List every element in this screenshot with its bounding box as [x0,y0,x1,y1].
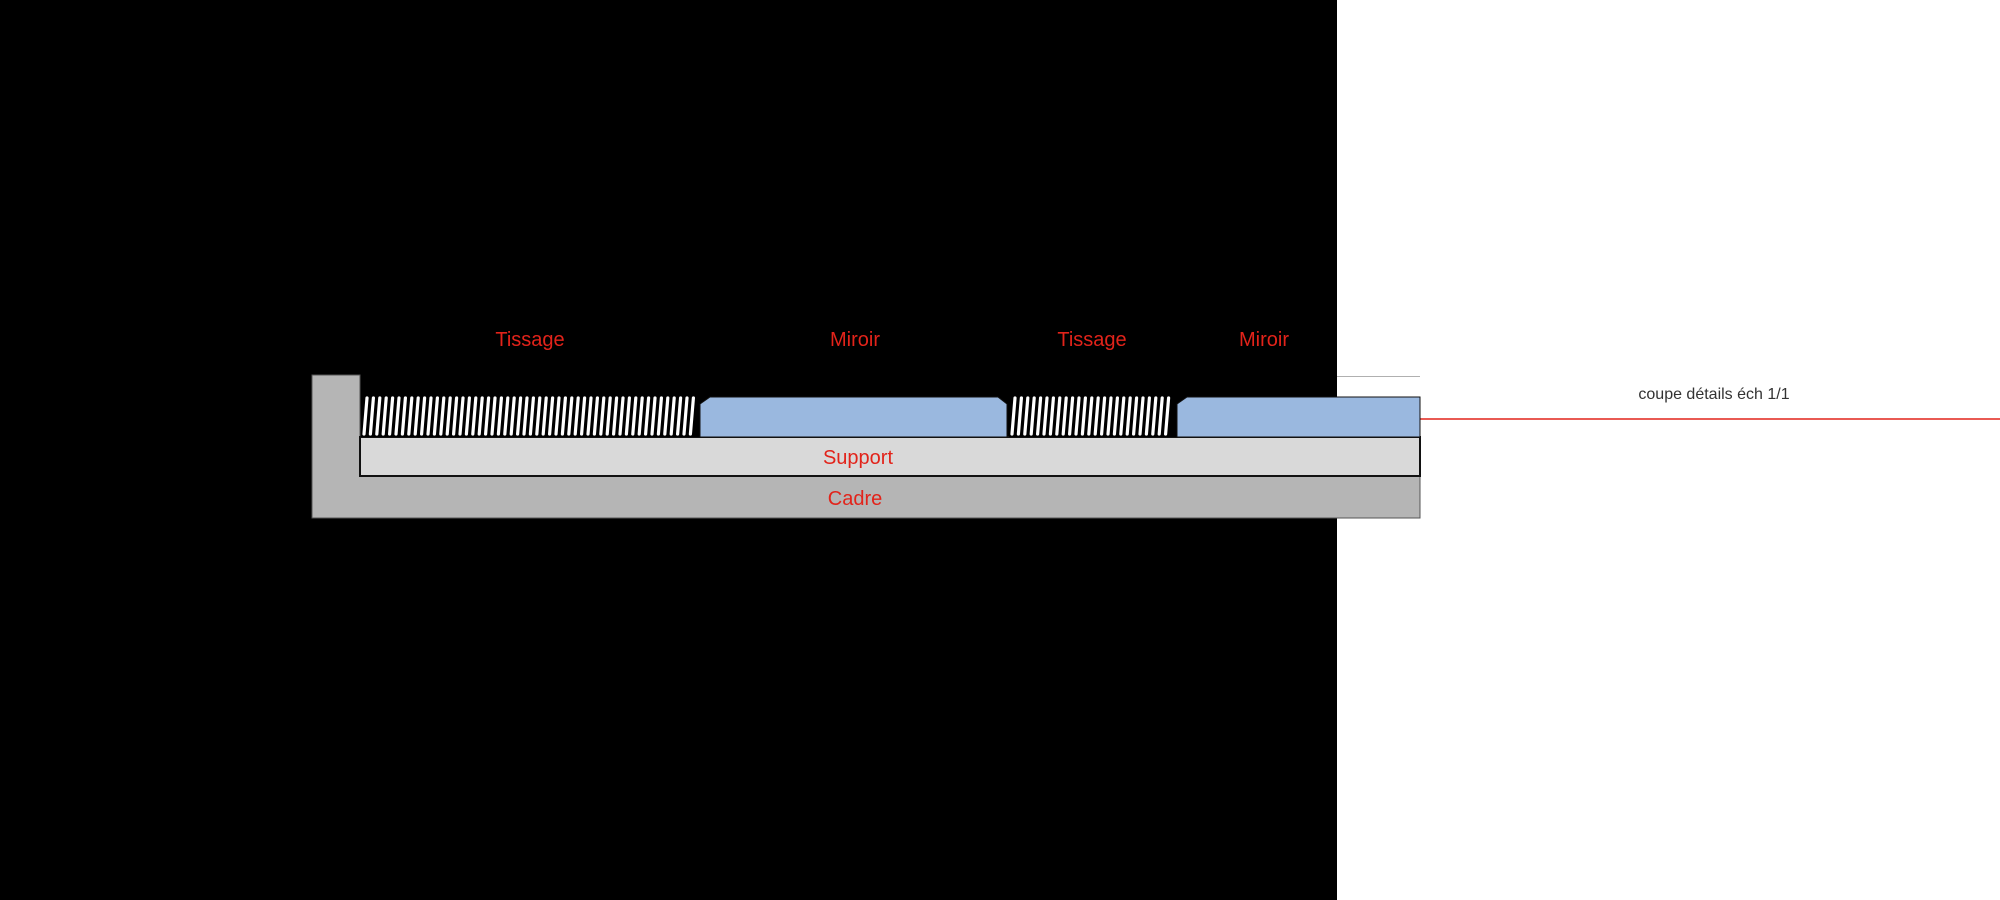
weave-thread [464,396,471,436]
weave-thread [362,396,369,436]
weave-thread [618,396,625,436]
weave-thread [631,396,638,436]
weave-thread [1029,396,1036,436]
weave-thread [420,396,427,436]
weave-thread [663,396,670,436]
weave-thread [1106,396,1113,436]
weave-thread [650,396,657,436]
weave-thread [1163,396,1171,436]
weave-thread [586,396,593,436]
weave-thread [1067,396,1075,436]
weave-thread [1099,396,1107,436]
weave-thread [490,396,497,436]
weave-thread [503,396,510,436]
tissage-weave-1 [362,396,696,436]
weave-thread [669,396,676,436]
weave-thread [637,396,644,436]
weave-thread [515,396,523,436]
weave-thread [509,396,516,436]
weave-thread [432,396,439,436]
weave-thread [535,396,542,436]
weave-thread [1119,396,1126,436]
weave-thread [1061,396,1068,436]
weave-thread [426,396,433,436]
label-tissage-2: Tissage [1057,329,1126,351]
weave-thread [1087,396,1094,436]
weave-thread [1138,396,1145,436]
miroir-panel-1 [699,396,1008,438]
weave-thread [643,396,651,436]
weave-thread [439,396,446,436]
weave-thread [388,396,395,436]
weave-thread [413,396,420,436]
caption-scale: coupe détails éch 1/1 [1638,386,1789,403]
weave-thread [368,396,375,436]
weave-thread [1144,396,1152,436]
weave-thread [1080,396,1088,436]
weave-thread [605,396,612,436]
weave-thread [452,396,459,436]
weave-thread [484,396,491,436]
weave-thread [471,396,478,436]
tissage-weave-2 [1010,396,1171,436]
weave-thread [1010,396,1017,436]
weave-thread [688,396,696,436]
weave-thread [458,396,465,436]
label-support: Support [823,447,893,469]
miroir-panel-2 [1176,396,1421,438]
weave-thread [1151,396,1158,436]
weave-thread [554,396,561,436]
weave-thread [541,396,548,436]
weave-thread [1055,396,1062,436]
weave-thread [522,396,529,436]
weave-thread [560,396,568,436]
weave-thread [592,396,600,436]
weave-thread [599,396,606,436]
weave-thread [1157,396,1164,436]
weave-thread [445,396,452,436]
weave-thread [567,396,574,436]
weave-thread [407,396,414,436]
weave-thread [496,396,503,436]
weave-thread [579,396,587,436]
label-miroir-2: Miroir [1239,329,1289,351]
label-cadre: Cadre [828,488,882,510]
weave-thread [611,396,619,436]
weave-thread [573,396,580,436]
weave-thread [656,396,664,436]
label-tissage-1: Tissage [495,329,564,351]
weave-thread [624,396,632,436]
weave-thread [1131,396,1139,436]
weave-thread [1074,396,1081,436]
weave-thread [375,396,382,436]
weave-thread [1035,396,1043,436]
weave-thread [1125,396,1132,436]
weave-thread [1023,396,1030,436]
weave-thread [381,396,388,436]
weave-thread [477,396,484,436]
weave-thread [394,396,401,436]
weave-thread [547,396,555,436]
weave-thread [682,396,689,436]
weave-thread [1042,396,1049,436]
weave-thread [1093,396,1100,436]
weave-thread [528,396,536,436]
weave-thread [1112,396,1120,436]
weave-thread [1016,396,1024,436]
weave-thread [400,396,407,436]
label-miroir-1: Miroir [830,329,880,351]
weave-thread [1048,396,1056,436]
weave-thread [675,396,683,436]
